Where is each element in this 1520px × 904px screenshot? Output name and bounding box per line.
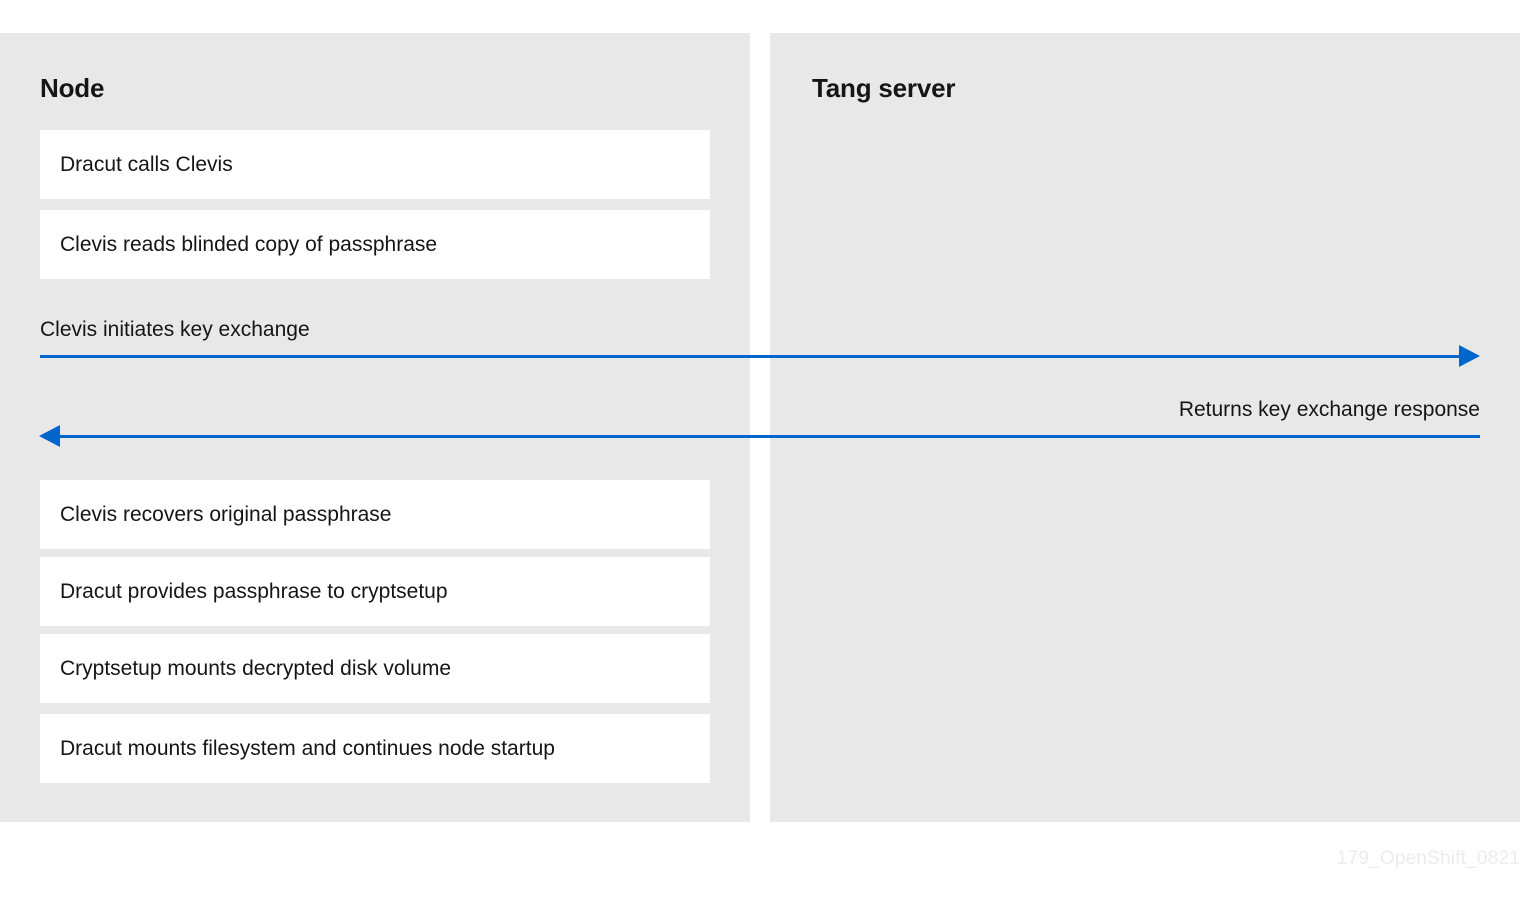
step-box-label: Dracut calls Clevis — [60, 152, 233, 176]
step-box: Dracut calls Clevis — [40, 130, 710, 199]
step-box-label: Clevis recovers original passphrase — [60, 502, 392, 526]
step-box: Clevis recovers original passphrase — [40, 480, 710, 549]
step-box-label: Dracut mounts filesystem and continues n… — [60, 736, 555, 760]
step-box-label: Clevis reads blinded copy of passphrase — [60, 232, 438, 256]
lane-tang-server: Tang server — [770, 33, 1520, 822]
step-box-label: Cryptsetup mounts decrypted disk volume — [60, 656, 452, 680]
message-line-response — [60, 435, 1480, 438]
step-box: Clevis reads blinded copy of passphrase — [40, 210, 710, 279]
step-box-label: Dracut provides passphrase to cryptsetup — [60, 579, 448, 603]
lane-node-title: Node — [40, 73, 105, 103]
watermark-label: 179_OpenShift_0821 — [1336, 848, 1520, 869]
step-box: Dracut mounts filesystem and continues n… — [40, 714, 710, 783]
message-label-response: Returns key exchange response — [1178, 398, 1480, 421]
arrow-right-icon — [1459, 345, 1480, 367]
message-label-request: Clevis initiates key exchange — [40, 318, 310, 341]
step-box: Cryptsetup mounts decrypted disk volume — [40, 634, 710, 703]
step-box: Dracut provides passphrase to cryptsetup — [40, 557, 710, 626]
lane-tang-server-title: Tang server — [812, 73, 956, 103]
message-line-request — [40, 355, 1460, 358]
arrow-left-icon — [39, 425, 60, 447]
